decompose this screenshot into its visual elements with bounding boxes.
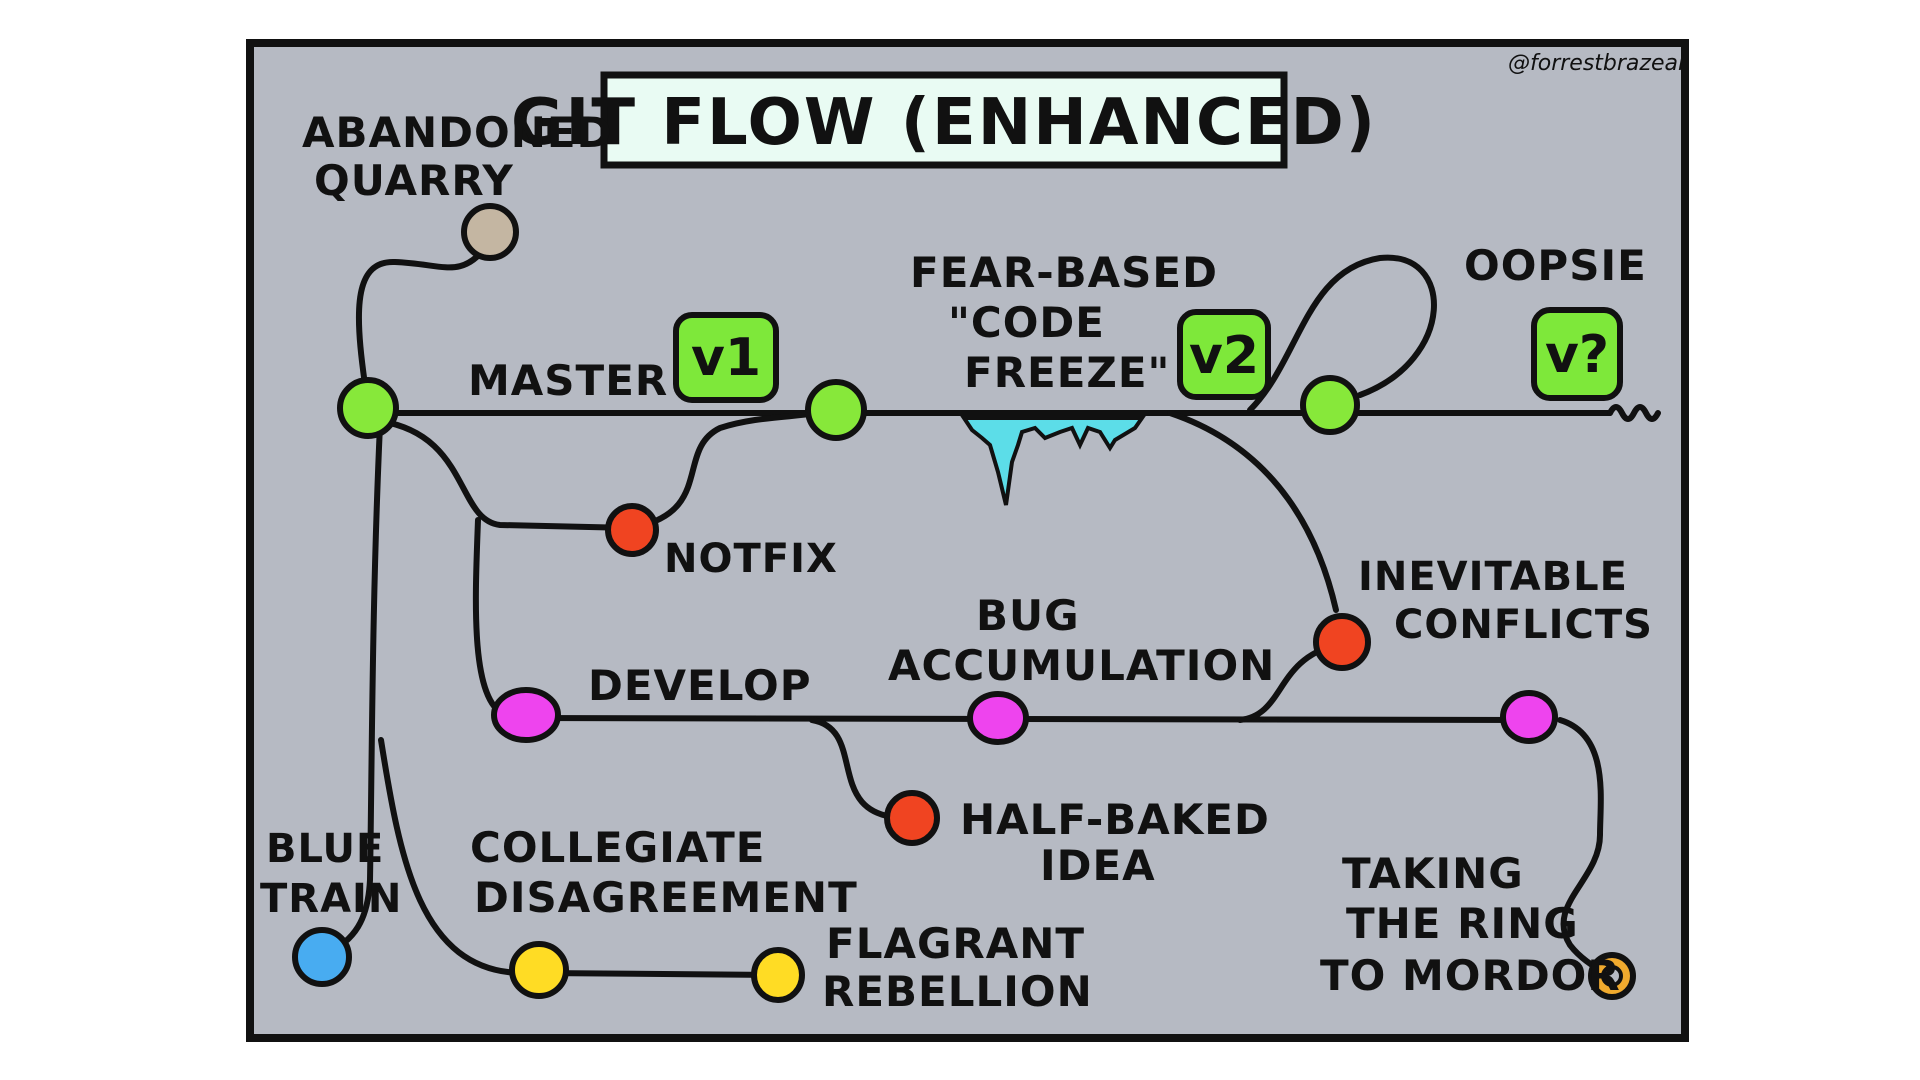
collegiate-disagreement-node — [509, 941, 569, 999]
label-flagrant-1: FLAGRANT — [826, 919, 1085, 968]
develop-node-start — [491, 687, 561, 743]
author-credit: @forrestbrazeal — [1508, 51, 1684, 76]
label-oopsie: OOPSIE — [1464, 241, 1647, 290]
half-baked-idea-node — [884, 790, 940, 846]
diagram-title: GIT FLOW (ENHANCED) — [511, 86, 1377, 160]
label-half-baked-2: IDEA — [1040, 841, 1156, 890]
label-ring-1: TAKING — [1342, 849, 1524, 898]
version-tag-v2-label: v2 — [1189, 326, 1259, 386]
version-tag-unknown-label: v? — [1545, 325, 1609, 385]
notfix-branch — [369, 417, 635, 531]
inevitable-conflicts-node — [1313, 613, 1371, 671]
version-tag-unknown: v? — [1531, 307, 1623, 401]
diagram-labels: ABANDONED QUARRY MASTER FEAR-BASED "CODE… — [260, 108, 1653, 1016]
label-collegiate-1: COLLEGIATE — [470, 823, 765, 872]
label-master: MASTER — [468, 356, 668, 405]
label-blue-train-2: TRAIN — [260, 876, 402, 922]
label-ring-2: THE RING — [1346, 899, 1579, 948]
label-blue-train-1: BLUE — [266, 826, 384, 872]
label-half-baked-1: HALF-BAKED — [960, 795, 1270, 844]
mordor-branch — [1557, 717, 1613, 978]
inevitable-conflicts-branch — [1167, 410, 1339, 613]
half-baked-branch — [809, 717, 913, 822]
label-flagrant-2: REBELLION — [822, 967, 1093, 1016]
label-inevitable-2: CONFLICTS — [1394, 602, 1653, 648]
label-fear-based-2: "CODE — [948, 298, 1105, 347]
version-tag-v1: v1 — [673, 312, 779, 403]
label-bug-2: ACCUMULATION — [888, 641, 1275, 690]
commit-nodes — [292, 203, 1636, 1003]
label-abandoned-quarry-1: ABANDONED — [302, 108, 612, 157]
version-tag-v1-label: v1 — [691, 328, 761, 388]
master-node-start — [337, 377, 399, 439]
develop-node-bug — [967, 691, 1029, 745]
label-notfix: NOTFIX — [664, 536, 838, 582]
master-branch-tail — [1607, 404, 1661, 422]
flagrant-rebellion-line — [537, 970, 781, 978]
one-ring-hole — [1601, 965, 1623, 987]
branch-lines — [322, 242, 1661, 978]
master-node-oopsie — [1300, 375, 1360, 435]
label-fear-based-3: FREEZE" — [964, 348, 1170, 397]
label-abandoned-quarry-2: QUARRY — [314, 156, 514, 205]
version-tag-v2: v2 — [1177, 309, 1271, 400]
label-ring-3: TO MORDOR — [1320, 951, 1621, 1000]
collegiate-branch — [378, 737, 523, 976]
label-collegiate-2: DISAGREEMENT — [474, 873, 858, 922]
label-fear-based-1: FEAR-BASED — [910, 248, 1218, 297]
label-bug-1: BUG — [976, 591, 1080, 640]
ice-icicles — [960, 416, 1146, 506]
oopsie-loop — [1247, 254, 1437, 413]
label-develop: DEVELOP — [588, 661, 812, 710]
flagrant-rebellion-node — [751, 947, 805, 1003]
develop-node-end — [1500, 690, 1558, 744]
label-inevitable-1: INEVITABLE — [1358, 554, 1628, 600]
abandoned-quarry-node — [461, 203, 519, 261]
abandoned-quarry-branch — [356, 242, 491, 408]
title-box: GIT FLOW (ENHANCED) — [511, 71, 1377, 169]
blue-train-branch — [322, 422, 383, 958]
notfix-node — [605, 503, 659, 557]
blue-train-node — [292, 927, 352, 987]
master-node-v1-merge — [805, 379, 867, 441]
notfix-merge — [629, 407, 839, 531]
